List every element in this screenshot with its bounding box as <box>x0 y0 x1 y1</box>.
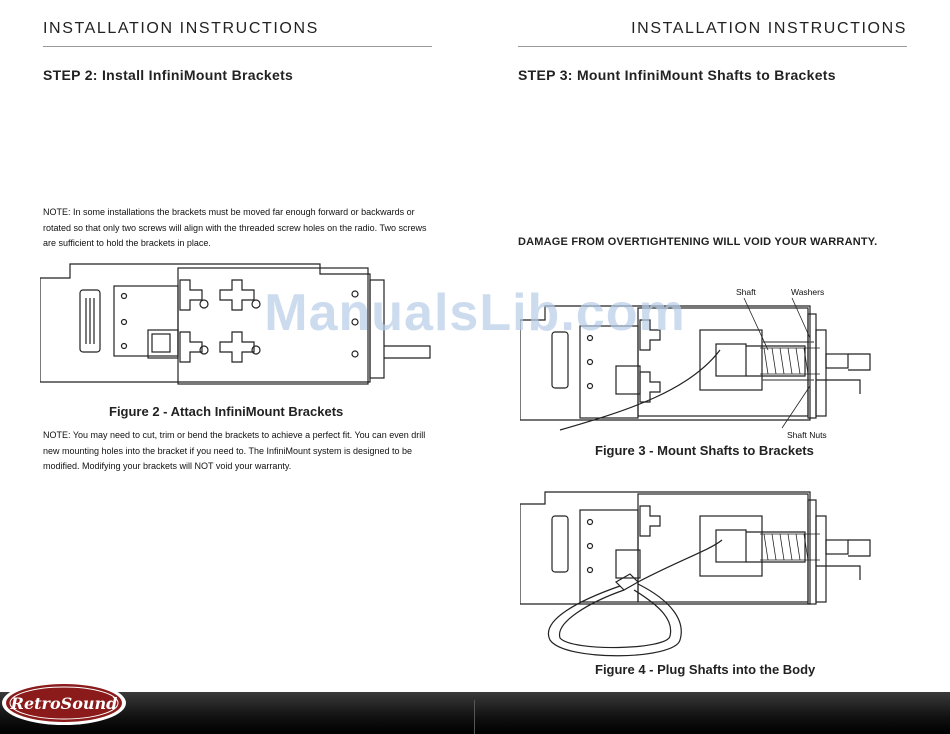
figure-3-illustration <box>520 297 871 431</box>
step-title: STEP 2: Install InfiniMount Brackets <box>43 67 294 83</box>
figure-4-illustration <box>520 491 871 657</box>
page-header: INSTALLATION INSTRUCTIONS <box>631 20 907 37</box>
washers-label: Washers <box>791 287 825 297</box>
watermark: ManualsLib.com <box>264 284 686 342</box>
footer-divider <box>474 700 475 734</box>
step-title: STEP 3: Mount InfiniMount Shafts to Brac… <box>518 67 836 83</box>
figure-4-caption: Figure 4 - Plug Shafts into the Body <box>595 662 816 677</box>
right-page: INSTALLATION INSTRUCTIONS STEP 3: Mount … <box>475 0 950 692</box>
warranty-warning: DAMAGE FROM OVERTIGHTENING WILL VOID YOU… <box>518 236 878 248</box>
shaft-label: Shaft <box>736 287 756 297</box>
header-rule <box>518 46 907 47</box>
footer-bar <box>0 692 950 734</box>
left-page: INSTALLATION INSTRUCTIONS STEP 2: Instal… <box>0 0 475 692</box>
figure-2-caption: Figure 2 - Attach InfiniMount Brackets <box>109 404 344 419</box>
header-rule <box>43 46 432 47</box>
logo-text: RetroSound <box>10 694 118 713</box>
retrosound-logo: RetroSound <box>2 681 126 725</box>
note-bottom: NOTE: You may need to cut, trim or bend … <box>43 430 426 471</box>
note-top: NOTE: In some installations the brackets… <box>43 207 427 248</box>
page-header: INSTALLATION INSTRUCTIONS <box>43 20 319 37</box>
shaft-nuts-label: Shaft Nuts <box>787 430 827 440</box>
figure-2-illustration <box>40 263 431 385</box>
figure-3-caption: Figure 3 - Mount Shafts to Brackets <box>595 443 814 458</box>
